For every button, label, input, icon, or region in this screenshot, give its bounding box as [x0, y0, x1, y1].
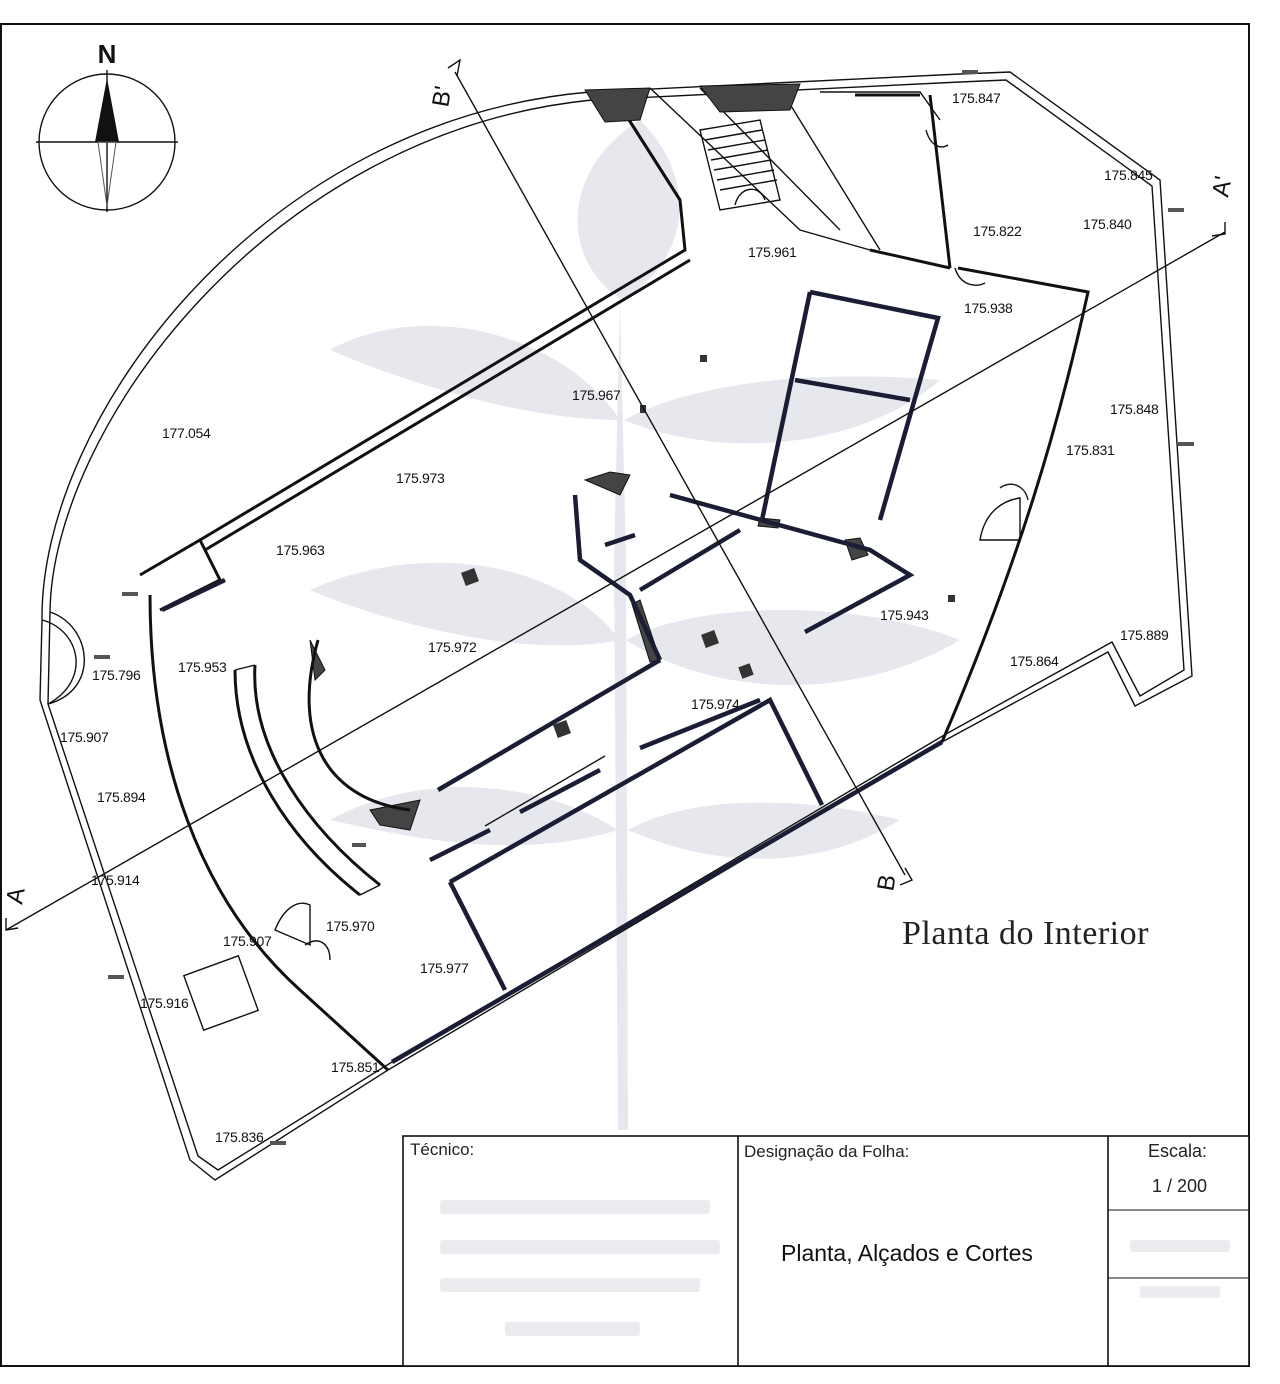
title-block: Técnico: Designação da Folha: Planta, Al…	[402, 1135, 1250, 1367]
elevation-label: 175.836	[215, 1129, 264, 1145]
elevation-label: 175.953	[178, 659, 227, 675]
door-swings	[274, 129, 1029, 961]
interior-walls	[161, 289, 941, 992]
faded-technician-info	[440, 1200, 1230, 1336]
elevation-label: 177.054	[162, 425, 211, 441]
elevation-label: 175.938	[964, 300, 1013, 316]
escala-label: Escala:	[1148, 1141, 1207, 1161]
north-label: N	[98, 39, 117, 69]
section-a-label: A	[1, 886, 30, 906]
section-a-prime-label: A'	[1207, 174, 1237, 199]
elevation-label: 175.973	[396, 470, 445, 486]
elevation-label: 175.963	[276, 542, 325, 558]
stairwell	[699, 119, 781, 211]
elevation-label: 175.977	[420, 960, 469, 976]
boundary-markers	[94, 70, 1194, 1145]
drawing-title: Planta do Interior	[902, 915, 1149, 952]
elevation-label: 175.907	[60, 729, 109, 745]
elevation-label: 175.916	[140, 995, 189, 1011]
section-b-prime-label: B'	[427, 84, 457, 109]
elevation-label: 175.889	[1120, 627, 1169, 643]
section-b-label: B	[872, 873, 901, 893]
columns	[461, 355, 955, 738]
elevation-label: 175.943	[880, 607, 929, 623]
elevation-label: 175.974	[691, 696, 740, 712]
elevation-label: 175.848	[1110, 401, 1159, 417]
tecnico-label: Técnico:	[410, 1140, 474, 1159]
elevation-label: 175.851	[331, 1059, 380, 1075]
elevation-label: 175.831	[1066, 442, 1115, 458]
section-lines	[5, 58, 1226, 931]
elevation-label: 175.967	[572, 387, 621, 403]
elevation-label: 175.972	[428, 639, 477, 655]
designacao-value: Planta, Alçados e Cortes	[781, 1240, 1033, 1266]
compass-rose-icon: N	[36, 39, 178, 212]
elevation-label: 175.970	[326, 918, 375, 934]
elevation-label: 175.894	[97, 789, 146, 805]
elevation-label: 175.914	[91, 872, 140, 888]
building-walls	[139, 87, 1090, 1072]
elevation-label: 175.822	[973, 223, 1022, 239]
elevation-label: 175.907	[223, 933, 272, 949]
elevation-label: 175.845	[1104, 167, 1153, 183]
elevation-labels: 175.847 175.845 175.840 175.822 175.961 …	[60, 90, 1169, 1145]
elevation-label: 175.847	[952, 90, 1001, 106]
landing-square	[182, 954, 260, 1032]
elevation-label: 175.864	[1010, 653, 1059, 669]
elevation-label: 175.961	[748, 244, 797, 260]
escala-value: 1 / 200	[1152, 1176, 1207, 1196]
watermark-tree	[310, 120, 960, 1130]
designacao-label: Designação da Folha:	[744, 1142, 909, 1161]
elevation-label: 175.840	[1083, 216, 1132, 232]
site-boundary	[39, 71, 1193, 1181]
elevation-label: 175.796	[92, 667, 141, 683]
